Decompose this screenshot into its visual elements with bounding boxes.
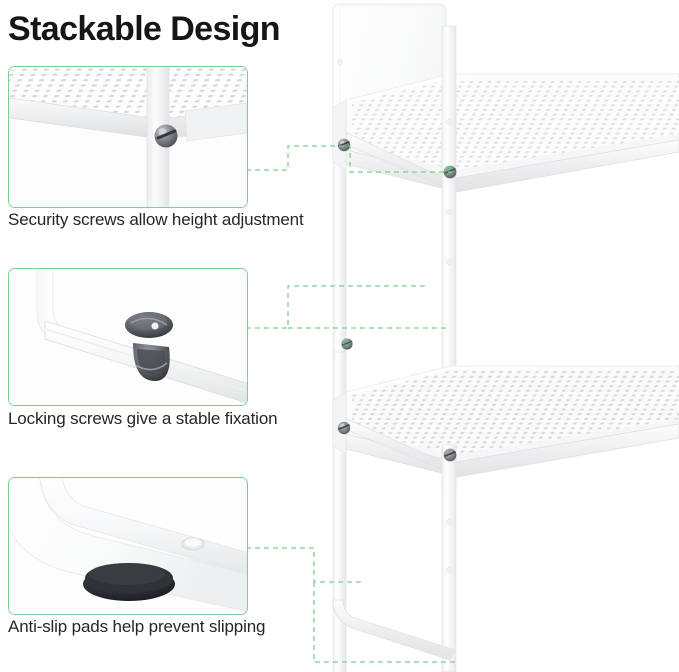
page-title: Stackable Design [8, 10, 281, 48]
product-shelf-svg [332, 3, 679, 672]
security-screw-upper-front [443, 165, 457, 179]
shelf-corner-screw-closeup [9, 67, 247, 207]
locking-screw-front [443, 448, 457, 462]
anti-slip-foot-pad-closeup [9, 478, 247, 614]
product-illustration [300, 0, 679, 672]
callout-box-security-screws [8, 66, 248, 208]
security-screw-detail [154, 124, 178, 148]
locking-screw-head [125, 312, 173, 338]
callout-box-locking-screws [8, 268, 248, 406]
locking-screw-body [133, 343, 170, 381]
callout-caption-anti-slip-pads: Anti-slip pads help prevent slipping [8, 617, 266, 636]
callout-caption-security-screws: Security screws allow height adjustment [8, 210, 304, 229]
locking-screw-upper [337, 421, 351, 435]
locking-screw-closeup [9, 269, 247, 405]
anti-slip-pad [83, 563, 175, 601]
locking-screw-joint [341, 338, 353, 350]
callout-box-anti-slip-pads [8, 477, 248, 615]
security-screw-upper [337, 138, 351, 152]
callout-caption-locking-screws: Locking screws give a stable fixation [8, 409, 278, 428]
